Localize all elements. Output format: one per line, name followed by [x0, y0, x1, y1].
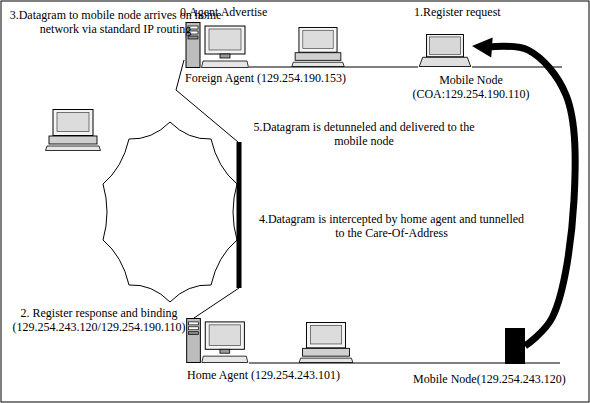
home-agent-computer [187, 318, 248, 362]
network-link [249, 67, 418, 68]
link-line [194, 288, 239, 318]
node-label: Home Agent (129.254.243.101) [187, 368, 340, 382]
node-label: Mobile Node (COA:129.254.190.110) [406, 73, 536, 102]
host-computer [299, 322, 353, 362]
node-label: Foreign Agent (129.254.190.153) [185, 71, 346, 85]
internet-cloud [103, 122, 237, 302]
step-note: 4.Datagram is intercepted by home agent … [254, 212, 529, 241]
node-label: Mobile Node(129.254.243.120) [413, 372, 566, 386]
network-link [249, 66, 418, 67]
network-link [249, 362, 505, 363]
correspondent-computer [46, 110, 101, 151]
step-note: 3.Datagram to mobile node arrives on hom… [8, 8, 223, 37]
step-note: 2. Register response and binding (129.25… [10, 306, 188, 335]
mobile-node-home: Mobile Node(129.254.243.120) [505, 328, 525, 364]
foreign-agent-computer [186, 23, 249, 68]
mobile-node: Mobile Node (COA:129.254.190.110) [418, 34, 472, 68]
laptop-icon [419, 34, 470, 66]
tunnel-bar [237, 142, 242, 288]
step-label: 1.Register request [414, 5, 501, 19]
foreign-agent: Foreign Agent (129.254.190.153) [185, 22, 249, 68]
host-computer [292, 27, 344, 66]
step-note: 5.Datagram is detunneled and delivered t… [248, 120, 480, 149]
lan-line [525, 362, 560, 363]
arrowhead [472, 37, 493, 57]
network-link [249, 363, 505, 364]
home-agent: Home Agent (129.254.243.101) [185, 318, 249, 364]
